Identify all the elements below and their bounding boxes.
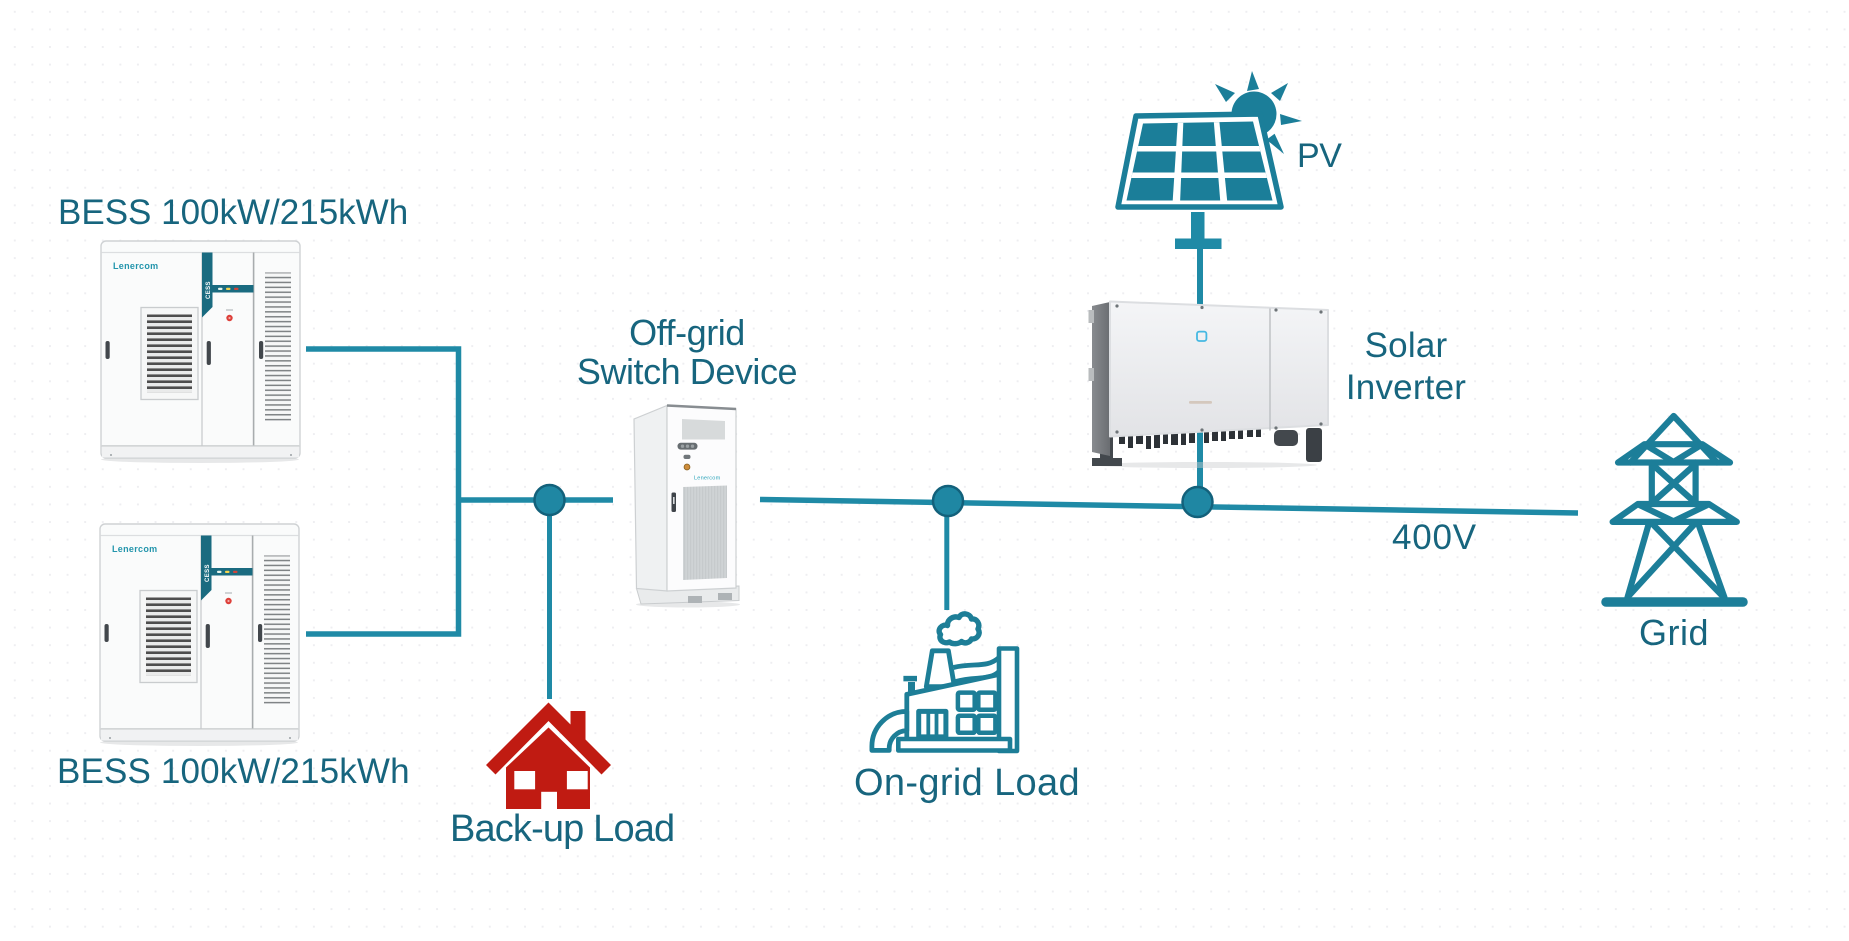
svg-text:Lenercom: Lenercom [113,261,158,271]
svg-text:Lenercom: Lenercom [694,476,721,482]
svg-text:CESS: CESS [206,281,212,299]
